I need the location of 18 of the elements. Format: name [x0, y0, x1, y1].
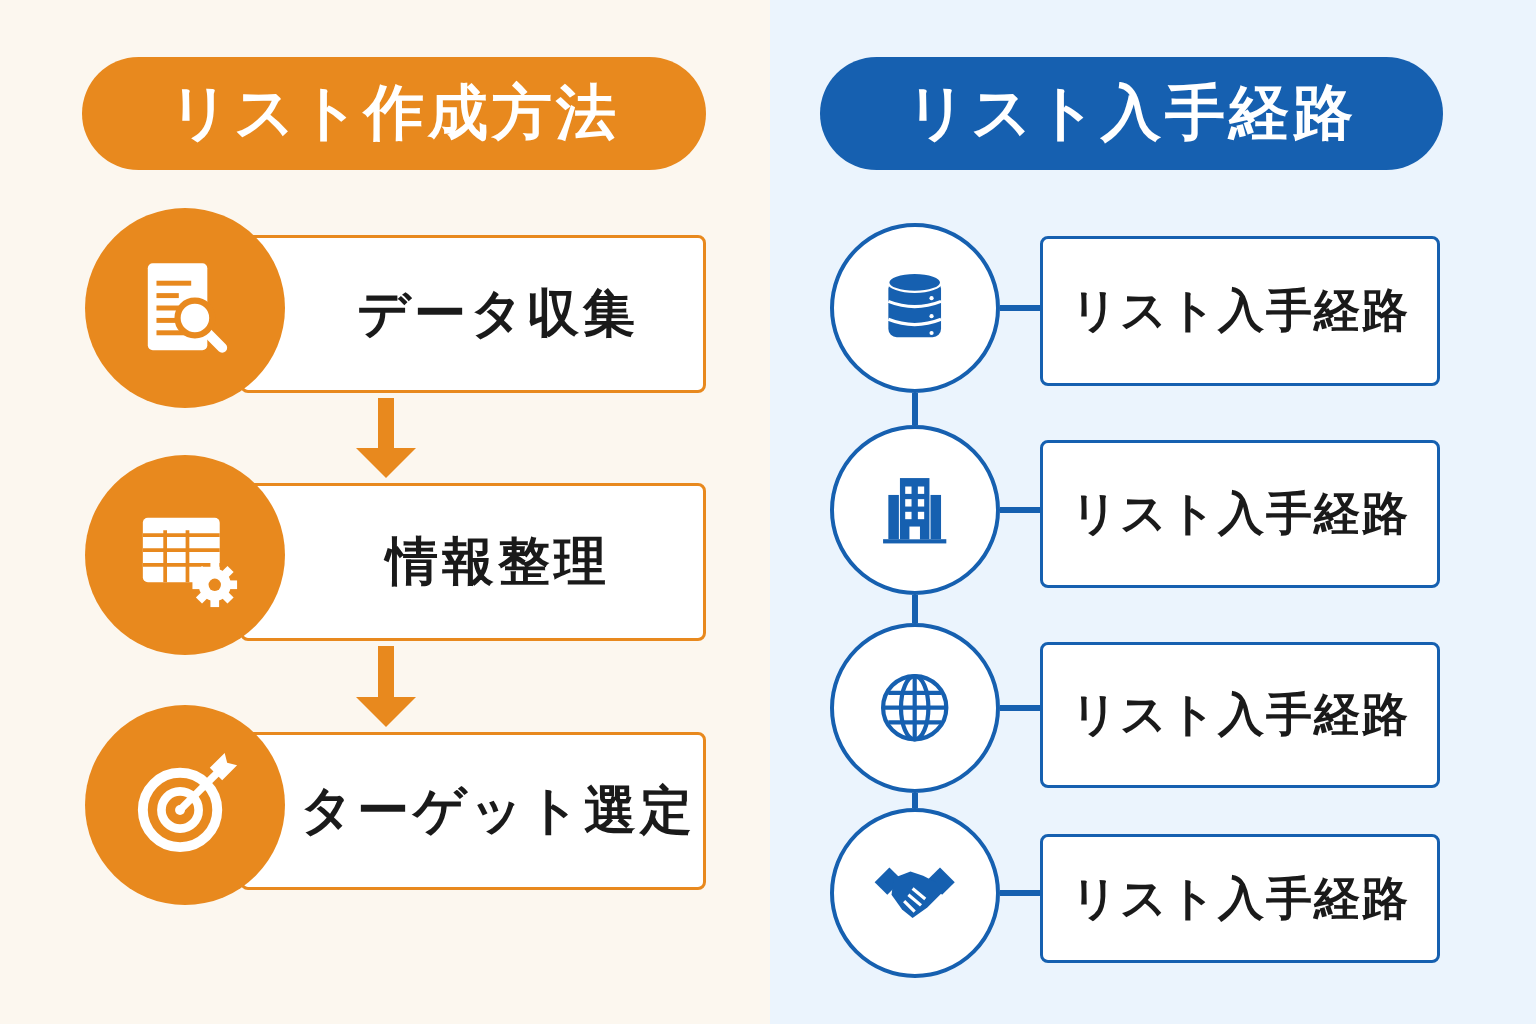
step-box: リスト入手経路	[1040, 440, 1440, 588]
connector-line	[912, 793, 918, 808]
arrow	[356, 398, 416, 478]
step-box: データ収集	[240, 235, 706, 393]
connector-line	[1000, 705, 1040, 711]
step-box: リスト入手経路	[1040, 642, 1440, 788]
connector-line	[912, 595, 918, 623]
connector-line	[1000, 890, 1040, 896]
arrow	[356, 646, 416, 727]
connector-line	[1000, 305, 1040, 311]
step-box: リスト入手経路	[1040, 236, 1440, 386]
step-box: ターゲット選定	[240, 732, 706, 890]
step-box: リスト入手経路	[1040, 834, 1440, 963]
step-box: 情報整理	[240, 483, 706, 641]
connector-line	[912, 393, 918, 425]
connector-line	[1000, 507, 1040, 513]
heading-pill: リスト入手経路	[820, 57, 1443, 170]
heading-pill: リスト作成方法	[82, 57, 706, 170]
